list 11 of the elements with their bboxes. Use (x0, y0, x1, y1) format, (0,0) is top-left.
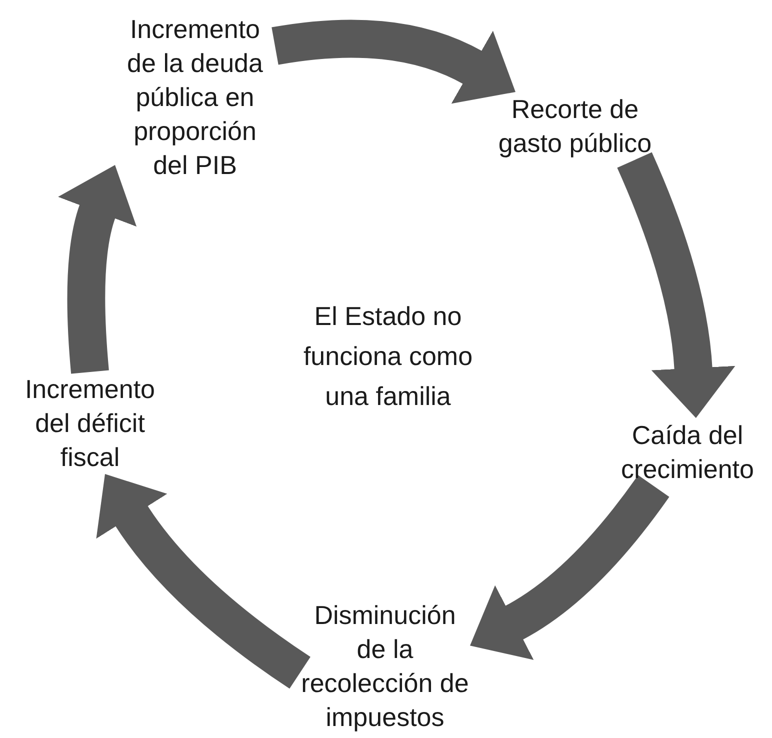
curved-arrow (58, 164, 138, 374)
step-text: Incremento del déficit fiscal (24, 373, 156, 474)
step-text: Recorte de gasto público (497, 93, 653, 160)
step-text: Caída del crecimiento (620, 419, 755, 486)
center-text: El Estado no funciona como una familia (302, 300, 474, 413)
curved-arrow (617, 152, 736, 418)
curved-arrow (470, 474, 670, 660)
curved-arrow (96, 474, 311, 689)
curved-arrow (272, 20, 516, 104)
step-text: Disminución de la recolección de impuestos (300, 599, 470, 734)
step-text: Incremento de la deuda pública en proporción del PIB (126, 13, 264, 182)
